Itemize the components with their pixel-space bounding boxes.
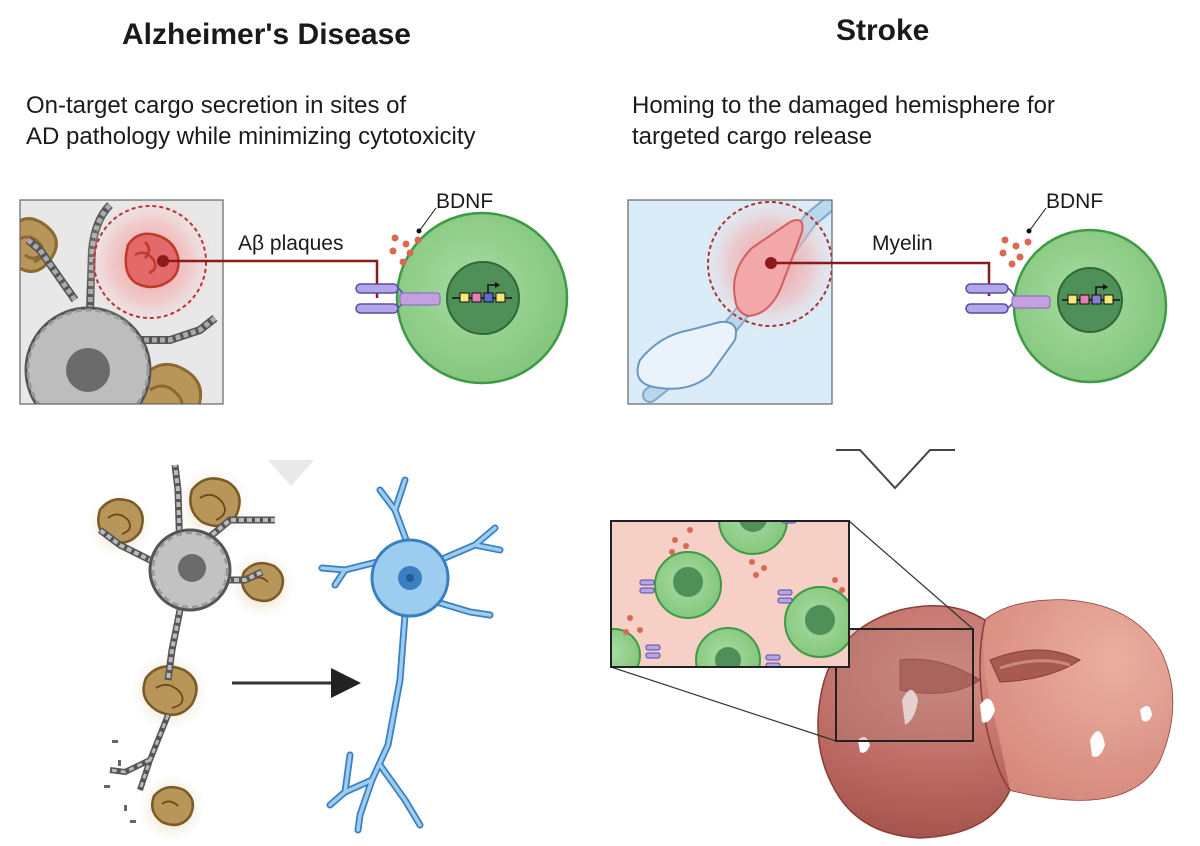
myelin-sheath-lower [636, 320, 737, 390]
brain-ventricles [858, 690, 1152, 757]
zoom-line-top [848, 520, 974, 630]
zoom-bdnf-particles [623, 527, 845, 635]
zoom-cells [611, 521, 849, 667]
alzheimers-subtitle-line2: AD pathology while minimizing cytotoxici… [26, 123, 476, 150]
ad-gene-cassette [452, 282, 512, 303]
stroke-bdnf-label: BDNF [1046, 190, 1104, 213]
healthy-neuron-fill [320, 478, 502, 832]
alzheimers-title: Alzheimer's Disease [122, 18, 411, 51]
stroke-inset-box [628, 200, 832, 404]
stroke-receptor [965, 283, 1051, 314]
stroke-subtitle-line1: Homing to the damaged hemisphere for [632, 92, 1055, 119]
abeta-plaques-label: Aβ plaques [238, 232, 344, 255]
ad-inset-box [20, 200, 223, 404]
alzheimers-subtitle: On-target cargo secretion in sites of AD… [26, 90, 476, 152]
stroke-gene-cassette [1062, 284, 1120, 305]
myelin-label: Myelin [872, 232, 933, 255]
ad-inset-plaque-bottomright [135, 362, 203, 404]
stroke-title: Stroke [836, 14, 930, 47]
stroke-subtitle: Homing to the damaged hemisphere for tar… [632, 90, 1055, 152]
abeta-plaque-red [124, 232, 180, 289]
zoom-panel [611, 521, 849, 667]
ad-lower-plaque-fibrils [107, 493, 269, 807]
brain-section [817, 599, 1174, 839]
stroke-bdnf-particles [999, 236, 1032, 268]
stroke-subtitle-line2: targeted cargo release [632, 123, 873, 150]
ad-lower-microglia [97, 464, 275, 823]
brain-zoom-region [835, 628, 974, 742]
zoom-line-bottom [610, 666, 837, 742]
ad-engineered-cell [395, 211, 569, 385]
alzheimers-subtitle-line1: On-target cargo secretion in sites of [26, 92, 407, 119]
ad-bdnf-particles [389, 234, 422, 266]
ad-inset-microglia [24, 202, 218, 404]
ad-bdnf-label: BDNF [436, 190, 494, 213]
ad-down-chevron [268, 460, 314, 486]
ad-lower-plaque-shapes [97, 477, 285, 827]
ad-receptor [355, 283, 441, 314]
stroke-engineered-cell [1012, 228, 1168, 384]
stroke-down-chevron [836, 449, 955, 490]
